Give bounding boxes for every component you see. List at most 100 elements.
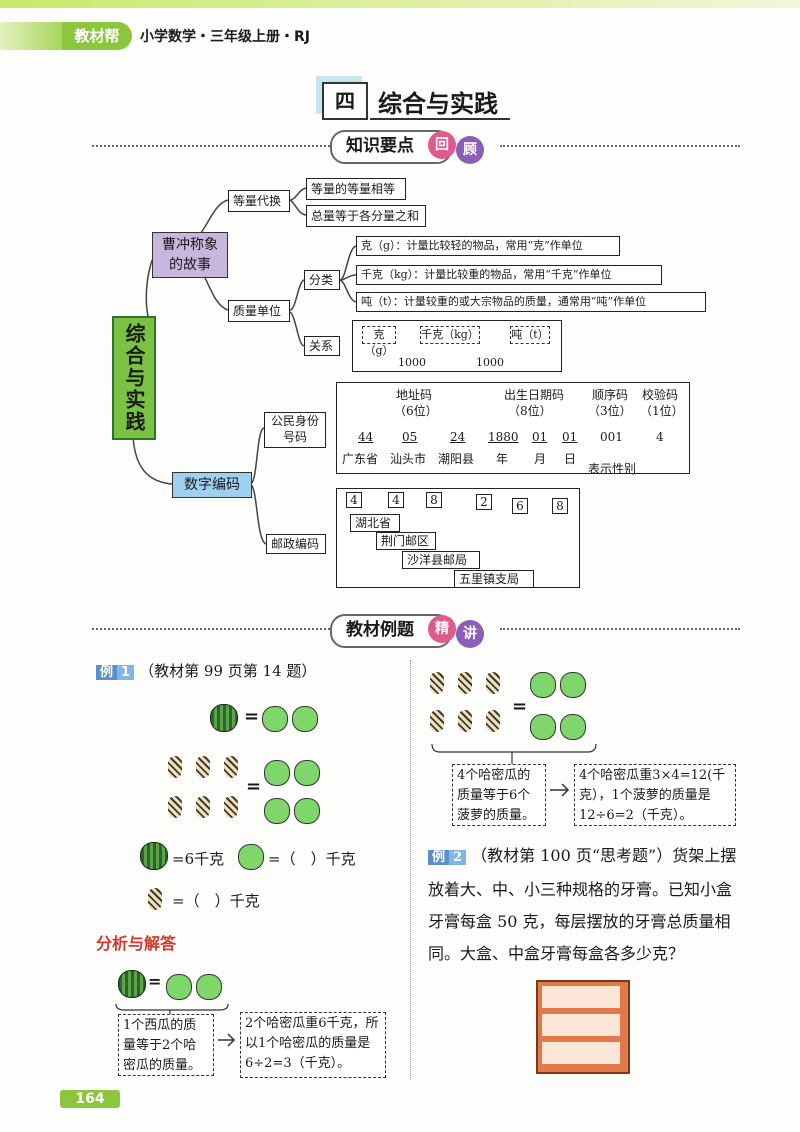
cantaloupe-icon bbox=[530, 714, 556, 740]
pineapple-icon bbox=[168, 756, 182, 778]
pineapple-weight: =（ ）千克 bbox=[172, 892, 260, 910]
postal-digit-1: 4 bbox=[346, 492, 362, 508]
id-meaning-month: 月 bbox=[534, 452, 547, 466]
analysis-box-3: 4个哈密瓜的质量等于6个菠萝的质量。 bbox=[452, 764, 546, 826]
pineapple-icon bbox=[430, 672, 444, 694]
cantaloupe-icon bbox=[264, 798, 290, 824]
pineapple-icon bbox=[486, 672, 500, 694]
example-2-number: 2 bbox=[449, 850, 467, 865]
shelf-illustration bbox=[536, 980, 630, 1074]
cantaloupe-icon bbox=[560, 672, 586, 698]
relation-unit-kg: 千克（kg） bbox=[420, 326, 480, 344]
cantaloupe-icon bbox=[294, 760, 320, 786]
badge-examples-2: 讲 bbox=[456, 620, 484, 648]
classify-node: 分类 bbox=[304, 270, 340, 290]
id-group-address: 地址码 bbox=[396, 388, 433, 402]
watermelon-weight: =6千克 bbox=[172, 850, 225, 868]
postal-level-county: 沙洋县邮局 bbox=[402, 551, 480, 569]
gender-note: 表示性别 bbox=[588, 462, 637, 476]
pineapple-icon bbox=[224, 756, 238, 778]
relation-unit-ton: 吨（t） bbox=[510, 326, 550, 344]
postal-digit-4: 2 bbox=[476, 494, 492, 510]
chapter-number: 四 bbox=[322, 82, 368, 120]
analysis-box-2: 2个哈密瓜重6千克，所以1个哈密瓜的质量是6÷2=3（千克）。 bbox=[240, 1012, 386, 1078]
unit-ton: 吨（t）：计量较重的或大宗物品的质量，通常用“吨”作单位 bbox=[356, 292, 706, 312]
unit-gram: 克（g）：计量比较轻的物品，常用“克”作单位 bbox=[356, 236, 620, 256]
coding-node: 数字编码 bbox=[172, 472, 252, 498]
branch-substitution: 等量代换 bbox=[228, 190, 290, 212]
id-digit-seq: 001 bbox=[600, 430, 623, 444]
id-meaning-county: 潮阳县 bbox=[438, 452, 475, 466]
postal-digit-5: 6 bbox=[512, 498, 528, 514]
id-meaning-day: 日 bbox=[564, 452, 577, 466]
pineapple-icon bbox=[458, 672, 472, 694]
cantaloupe-icon bbox=[560, 714, 586, 740]
id-meaning-province: 广东省 bbox=[342, 452, 379, 466]
id-digit-24: 24 bbox=[450, 430, 466, 444]
id-group-address-len: （6位） bbox=[394, 404, 438, 418]
equals-sign-3: = bbox=[148, 972, 162, 991]
shelf-layer bbox=[542, 1014, 620, 1036]
relation-rate-1: 1000 bbox=[398, 356, 426, 369]
analysis-heading: 分析与解答 bbox=[96, 934, 177, 953]
postal-digit-2: 4 bbox=[388, 492, 404, 508]
example-1-source: （教材第 99 页第 14 题） bbox=[139, 662, 317, 680]
column-divider bbox=[410, 660, 411, 1080]
header-band bbox=[0, 0, 800, 8]
mindmap-root: 综合与实践 bbox=[112, 316, 156, 440]
id-digit-1880: 1880 bbox=[488, 430, 519, 444]
cantaloupe-icon bbox=[292, 706, 318, 732]
id-group-check-len: （1位） bbox=[640, 404, 684, 418]
cantaloupe-icon bbox=[262, 706, 288, 732]
pineapple-icon bbox=[430, 710, 444, 732]
watermelon-icon bbox=[118, 970, 146, 998]
pineapple-icon bbox=[148, 888, 162, 910]
relation-node: 关系 bbox=[304, 336, 340, 356]
id-meaning-year: 年 bbox=[496, 452, 509, 466]
example-2-text: （教材第 100 页“思考题”）货架上摆放着大、中、小三种规格的牙膏。已知小盒牙… bbox=[428, 846, 737, 963]
shelf-layer bbox=[542, 986, 620, 1008]
badge-review-2: 顾 bbox=[456, 136, 484, 164]
relation-rate-2: 1000 bbox=[476, 356, 504, 369]
postal-node: 邮政编码 bbox=[266, 534, 326, 554]
pineapple-icon bbox=[224, 796, 238, 818]
cantaloupe-weight: =（ ）千克 bbox=[268, 850, 356, 868]
analysis-box-4: 4个哈密瓜重3×4=12(千克），1个菠萝的质量是12÷6=2（千克）。 bbox=[574, 764, 736, 826]
id-group-check: 校验码 bbox=[642, 388, 679, 402]
postal-digit-6: 8 bbox=[552, 498, 568, 514]
id-group-seq-len: （3位） bbox=[588, 404, 632, 418]
sub-item-2: 总量等于各分量之和 bbox=[306, 205, 426, 227]
chapter-title: 综合与实践 bbox=[378, 90, 498, 118]
id-digit-day: 01 bbox=[562, 430, 578, 444]
postal-level-town: 五里镇支局 bbox=[454, 570, 534, 588]
id-card-box bbox=[336, 382, 690, 474]
cantaloupe-icon bbox=[166, 974, 192, 1000]
pineapple-icon bbox=[196, 756, 210, 778]
pineapple-icon bbox=[486, 710, 500, 732]
sub-item-1: 等量的等量相等 bbox=[306, 178, 406, 200]
postal-level-province: 湖北省 bbox=[350, 514, 400, 532]
id-card-node: 公民身份号码 bbox=[264, 412, 326, 448]
cantaloupe-icon bbox=[238, 844, 264, 870]
watermelon-icon bbox=[140, 842, 168, 870]
divider-right-2 bbox=[500, 628, 740, 630]
cantaloupe-icon bbox=[530, 672, 556, 698]
pineapple-icon bbox=[168, 796, 182, 818]
equals-sign-2: = bbox=[246, 776, 262, 797]
story-node: 曹冲称象的故事 bbox=[152, 232, 228, 278]
divider-right bbox=[500, 145, 740, 147]
id-digit-05: 05 bbox=[402, 430, 418, 444]
branch-mass-units: 质量单位 bbox=[228, 300, 290, 322]
cantaloupe-icon bbox=[196, 974, 222, 1000]
page-number: 164 bbox=[60, 1090, 120, 1108]
cantaloupe-icon bbox=[294, 798, 320, 824]
example-2-label: 例 bbox=[428, 850, 450, 865]
shelf-layer bbox=[542, 1042, 620, 1064]
id-meaning-city: 汕头市 bbox=[390, 452, 427, 466]
book-subject: 小学数学・三年级上册・RJ bbox=[140, 29, 310, 45]
example-1-label: 例 bbox=[96, 665, 118, 680]
id-group-birth: 出生日期码 bbox=[504, 388, 565, 402]
header-tab-left bbox=[0, 22, 64, 50]
